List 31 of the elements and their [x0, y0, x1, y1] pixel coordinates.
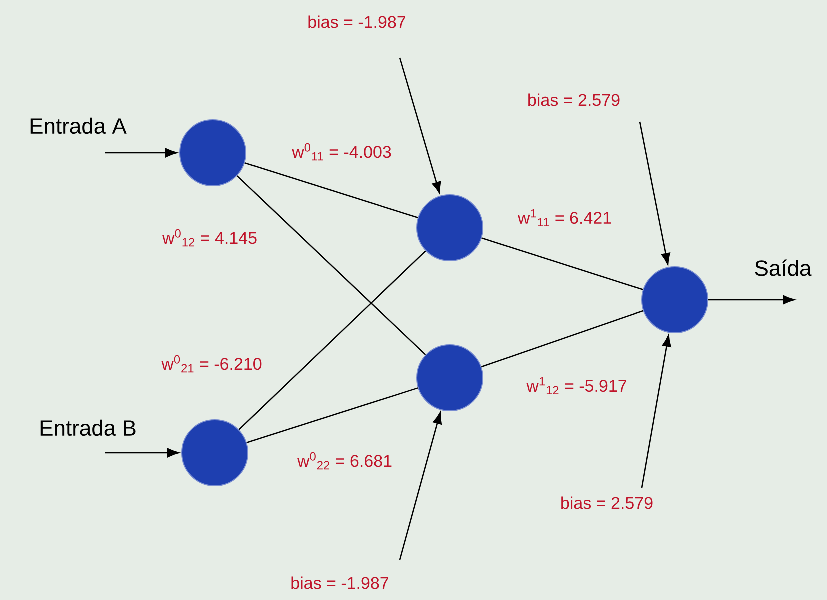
io-label: Entrada A: [30, 118, 127, 134]
connection-line: [236, 176, 426, 356]
neuron-circle: [642, 266, 708, 334]
io-label: Entrada B: [40, 420, 136, 436]
neuron-circle: [182, 420, 248, 486]
neuron-circle: [416, 194, 484, 262]
arrow: [399, 58, 442, 194]
weight-label: w$^{0}$$_{21}$ = -6.210: [162, 355, 262, 373]
weight-label: w$^{0}$$_{12}$ = 4.145: [162, 229, 257, 247]
arrow: [641, 335, 672, 488]
neuron-circle: [180, 120, 246, 186]
connection-line: [244, 162, 418, 219]
weight-label: w$^{1}$$_{12}$ = -5.917: [526, 377, 626, 395]
weight-label: w$^{0}$$_{22}$ = 6.681: [297, 452, 392, 470]
bias-label: bias = -1.987: [292, 576, 388, 590]
connection-line: [238, 250, 426, 430]
arrow: [639, 122, 670, 266]
bias-label: bias = 2.579: [562, 496, 653, 510]
arrow: [105, 448, 180, 458]
arrow: [105, 148, 178, 158]
arrow: [708, 295, 795, 305]
weight-label: w$^{1}$$_{11}$ = 6.421: [518, 209, 612, 227]
connection-line: [482, 238, 644, 290]
arrow: [399, 412, 442, 560]
neuron-circle: [416, 344, 484, 412]
connection-line: [481, 310, 644, 368]
bias-label: bias = -1.987: [308, 16, 406, 28]
weight-label: w$^{0}$$_{11}$ = -4.003: [292, 143, 392, 161]
bias-label: bias = 2.579: [528, 94, 620, 106]
io-label: Saída: [755, 260, 812, 276]
connection-line: [246, 388, 418, 444]
